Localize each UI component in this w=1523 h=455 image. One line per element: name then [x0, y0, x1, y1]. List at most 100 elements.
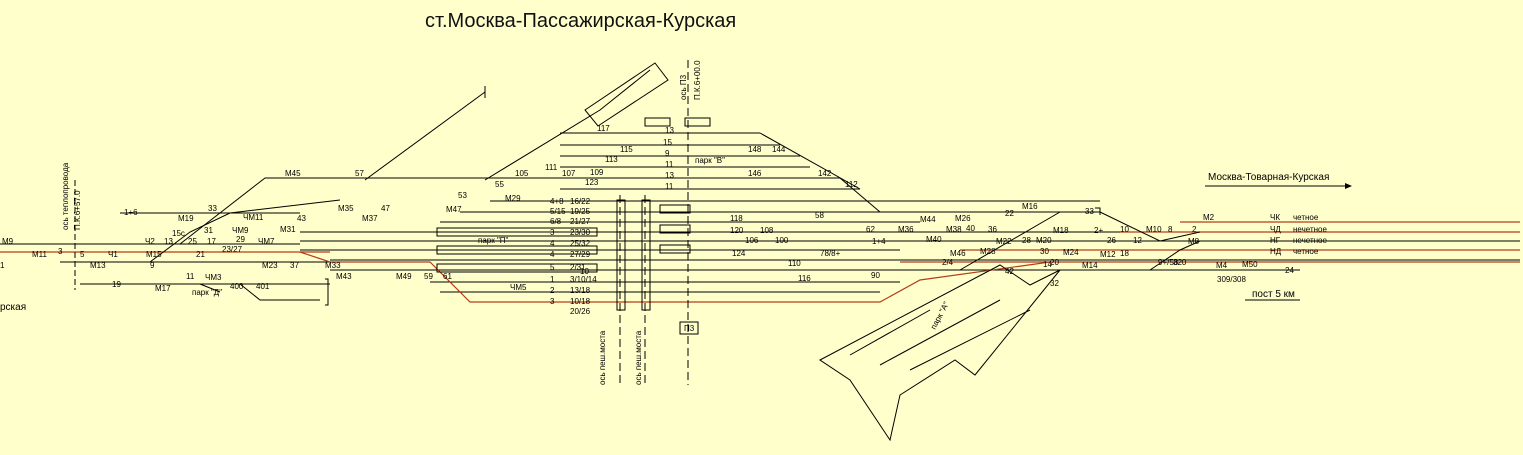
number-label: 58: [815, 211, 824, 220]
number-label: 400: [230, 282, 244, 291]
misc-numbers: 5 3 1 9 11 13 19 21 17 25 29 31 33 37 43…: [0, 124, 1294, 291]
main-tracks: [0, 60, 1520, 442]
number-label: 124: [732, 249, 746, 258]
number-label: 29: [236, 235, 245, 244]
signal-label: М24: [1063, 248, 1079, 257]
number-label: 2/4: [942, 258, 954, 267]
signal-label: ЧК: [1270, 213, 1280, 222]
signal-label: М26: [955, 214, 971, 223]
signal-label: М44: [920, 215, 936, 224]
number-label: 21: [196, 250, 205, 259]
km-label: П.К.6+57.0: [73, 190, 82, 230]
signal-label: М13: [90, 261, 106, 270]
track-number: 27/29: [570, 250, 591, 259]
signal-label: НГ: [1270, 236, 1281, 245]
signal-label: М40: [926, 235, 942, 244]
signal-label: М8: [1188, 237, 1200, 246]
axis-label: ось П3: [679, 74, 688, 100]
signal-label: Ч2: [145, 237, 155, 246]
side-label: нечетное: [1293, 236, 1327, 245]
number-label: 146: [748, 169, 762, 178]
signal-label: М43: [336, 272, 352, 281]
track-number: 2/31: [570, 263, 586, 272]
signal-label: М46: [950, 249, 966, 258]
number-label: 3: [58, 247, 63, 256]
track-number: 19/25: [570, 207, 591, 216]
number-label: 113: [605, 155, 618, 164]
signal-label: М4: [1216, 261, 1228, 270]
signal-label: ЧМ5: [510, 283, 527, 292]
track-number: 10: [580, 267, 589, 276]
signal-label: М12: [1100, 250, 1116, 259]
signal-label: М31: [280, 225, 296, 234]
track-number: 10/18: [570, 297, 591, 306]
signal-label: М47: [446, 205, 462, 214]
number-label: 47: [381, 204, 390, 213]
side-label: четное: [1293, 213, 1319, 222]
number-label: 401: [256, 282, 270, 291]
signal-label: М19: [178, 214, 194, 223]
track-number: 3: [550, 297, 555, 306]
number-label: 53: [458, 191, 467, 200]
track-number: 1: [550, 275, 555, 284]
number-label: 26: [1107, 236, 1116, 245]
number-label: 144: [772, 145, 786, 154]
number-label: 30: [1040, 247, 1049, 256]
signal-label: М22: [996, 237, 1012, 246]
track-number: 6/8: [550, 217, 562, 226]
signal-label: М33: [325, 261, 341, 270]
signal-label: НД: [1270, 247, 1282, 256]
number-label: 17: [207, 237, 216, 246]
number-label: 31: [204, 226, 213, 235]
signal-label: М15: [146, 250, 162, 259]
signal-label: М18: [1053, 226, 1069, 235]
number-label: 90: [871, 271, 880, 280]
signal-label: М28: [980, 247, 996, 256]
track-number: 2: [550, 286, 555, 295]
number-label: 10: [1120, 225, 1129, 234]
axis-label: ось пеш.моста: [634, 330, 643, 385]
number-label: 61: [443, 272, 452, 281]
track-number: 25/32: [570, 239, 591, 248]
number-label: 43: [297, 214, 306, 223]
number-label: 25: [188, 237, 197, 246]
number-label: 115: [620, 145, 633, 154]
park-label: парк "Д": [192, 288, 222, 297]
side-label: нечетное: [1293, 225, 1327, 234]
signal-label: М17: [155, 284, 171, 293]
signal-label: М37: [362, 214, 378, 223]
number-label: 1: [0, 261, 5, 270]
direction-left: рская: [0, 302, 26, 313]
number-label: 8: [1168, 225, 1173, 234]
number-label: 11: [186, 272, 195, 281]
axis-label: ось теплопровода: [61, 162, 70, 230]
number-label: 33: [1085, 207, 1094, 216]
signals-right: М2 М4 М8 М10 М12 М14 М16 М18 М20 М22 М24…: [898, 202, 1282, 270]
track-number: 4: [550, 239, 555, 248]
number-label: 33: [208, 204, 217, 213]
track-number: 16/22: [570, 197, 591, 206]
number-label: 5: [80, 250, 85, 259]
post-label: пост 5 км: [1252, 289, 1295, 300]
number-label: 142: [818, 169, 832, 178]
signal-label: М38: [946, 225, 962, 234]
track-number: 3: [550, 228, 555, 237]
number-label: 15с: [172, 229, 185, 238]
side-label: четное: [1293, 247, 1319, 256]
number-label: 36: [988, 225, 997, 234]
track-number: 23/30: [570, 228, 591, 237]
track-number: 21/27: [570, 217, 591, 226]
number-label: 105: [515, 169, 529, 178]
number-label: 11: [665, 160, 674, 169]
track-number: 4+8: [550, 197, 564, 206]
number-label: 28: [1022, 236, 1031, 245]
signal-label: М36: [898, 225, 914, 234]
signal-label: М14: [1082, 261, 1098, 270]
post-box: [679, 321, 699, 335]
signal-label: ЧМ7: [258, 237, 275, 246]
platforms: [436, 117, 711, 311]
track-number: 20/26: [570, 307, 591, 316]
number-label: 24: [1285, 266, 1294, 275]
number-label: 111: [545, 163, 558, 172]
